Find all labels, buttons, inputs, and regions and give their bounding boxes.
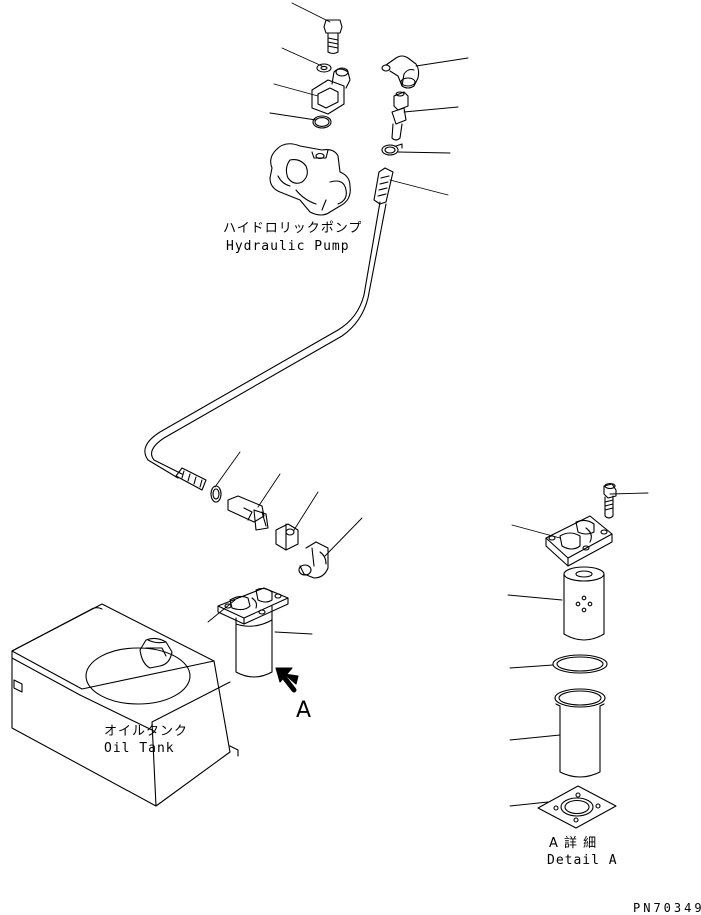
filter-case: [235, 605, 273, 678]
pump-hose-nipple: [391, 91, 409, 141]
detail-gasket: [537, 785, 617, 829]
tank-label-en: Oil Tank: [104, 741, 175, 756]
tank-hose-clamp: [210, 485, 222, 503]
pump-elbow-flange: [311, 67, 351, 115]
detail-label-en: Detail A: [547, 853, 618, 868]
oil-tank: [11, 603, 239, 807]
detail-bolt: [603, 482, 617, 519]
drawing-code: PN70349: [633, 901, 701, 915]
hydraulic-pump-body: [269, 143, 351, 216]
pump-hose-clamp: [381, 143, 403, 156]
tank-hose-nipple: [227, 495, 269, 531]
detail-o-ring: [552, 654, 608, 674]
pump-o-ring: [312, 115, 332, 129]
tank-adapter: [275, 523, 299, 551]
detail-element: [563, 566, 605, 641]
detail-label-jp: A 詳 細: [549, 836, 598, 851]
tank-label-jp: オイルタンク: [104, 724, 189, 739]
tank-elbow: [298, 541, 329, 579]
pump-label-jp: ハイドロリックポンプ: [223, 221, 363, 236]
view-arrow-label: A: [296, 698, 312, 723]
pump-elbow-fitting: [381, 55, 420, 89]
filter-head: [217, 587, 289, 625]
leader-lines: [207, 2, 649, 807]
detail-case: [554, 688, 606, 778]
pump-label-en: Hydraulic Pump: [226, 239, 350, 254]
suction-hose: [144, 201, 387, 479]
detail-head: [545, 515, 613, 567]
tank-hose-end: [175, 467, 207, 491]
pump-bolt: [323, 19, 343, 55]
pump-hose-end: [373, 167, 394, 205]
view-arrow-a: [275, 667, 299, 693]
pump-spring-washer: [316, 63, 332, 73]
